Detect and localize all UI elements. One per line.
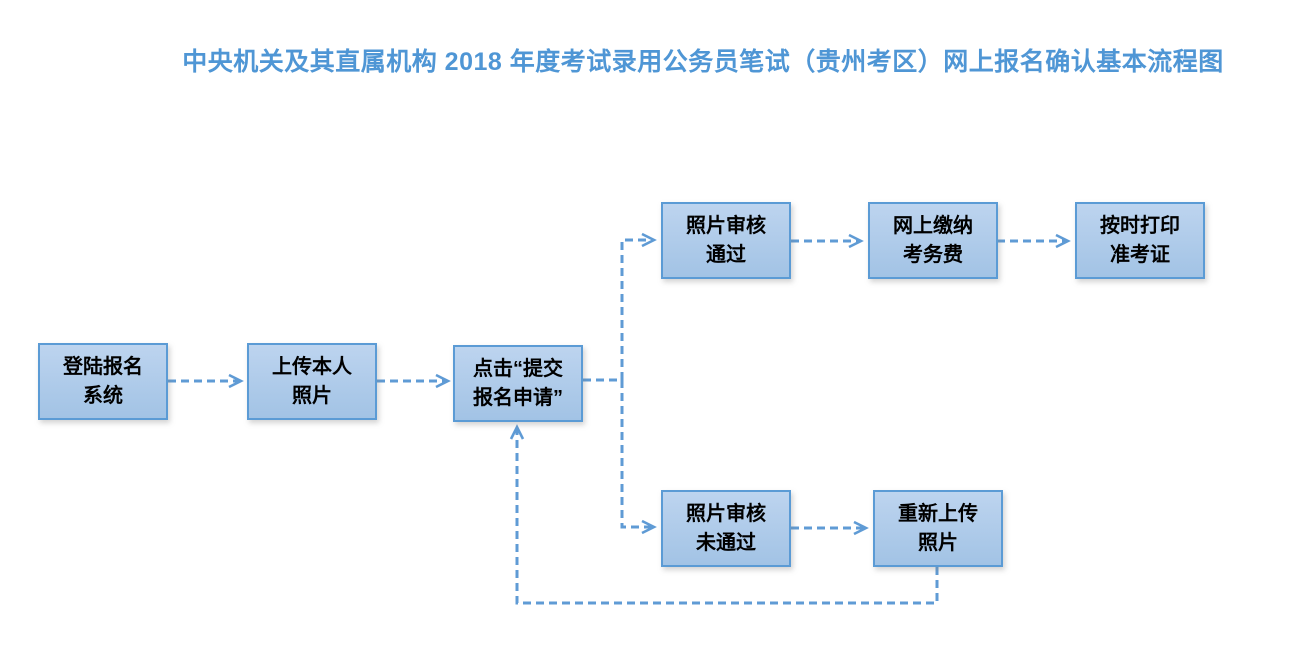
edge-submit-to-fail	[620, 380, 657, 535]
edge-reupload-to-submit-loop	[509, 424, 939, 605]
node-pay-exam-fee-online: 网上缴纳 考务费	[868, 202, 998, 279]
node-photo-review-passed-line2: 通过	[706, 243, 746, 266]
node-photo-review-failed-line2: 未通过	[696, 531, 756, 554]
node-upload-photo-line1: 上传本人	[272, 355, 352, 378]
node-submit-application-line1: 点击“提交	[473, 357, 563, 380]
node-photo-review-passed-line1: 照片审核	[686, 214, 766, 237]
node-upload-photo-line2: 照片	[292, 384, 332, 407]
node-photo-review-failed-line1: 照片审核	[686, 502, 766, 525]
node-print-admission-ticket: 按时打印 准考证	[1075, 202, 1205, 279]
page-title: 中央机关及其直属机构 2018 年度考试录用公务员笔试（贵州考区）网上报名确认基…	[182, 48, 1224, 76]
node-login-system: 登陆报名 系统	[38, 343, 168, 420]
edge-submit-to-pass	[583, 232, 657, 382]
node-reupload-photo-line1: 重新上传	[898, 502, 978, 525]
node-print-admission-ticket-line1: 按时打印	[1100, 214, 1180, 237]
node-reupload-photo: 重新上传 照片	[873, 490, 1003, 567]
node-login-system-line1: 登陆报名	[63, 355, 143, 378]
node-photo-review-failed: 照片审核 未通过	[661, 490, 791, 567]
node-photo-review-passed: 照片审核 通过	[661, 202, 791, 279]
node-reupload-photo-line2: 照片	[918, 531, 958, 554]
node-upload-photo: 上传本人 照片	[247, 343, 377, 420]
node-submit-application: 点击“提交 报名申请”	[453, 345, 583, 422]
node-submit-application-line2: 报名申请”	[473, 386, 563, 409]
node-print-admission-ticket-line2: 准考证	[1110, 243, 1170, 266]
node-pay-exam-fee-online-line1: 网上缴纳	[893, 214, 973, 237]
node-pay-exam-fee-online-line2: 考务费	[903, 243, 963, 266]
node-login-system-line2: 系统	[83, 384, 123, 407]
